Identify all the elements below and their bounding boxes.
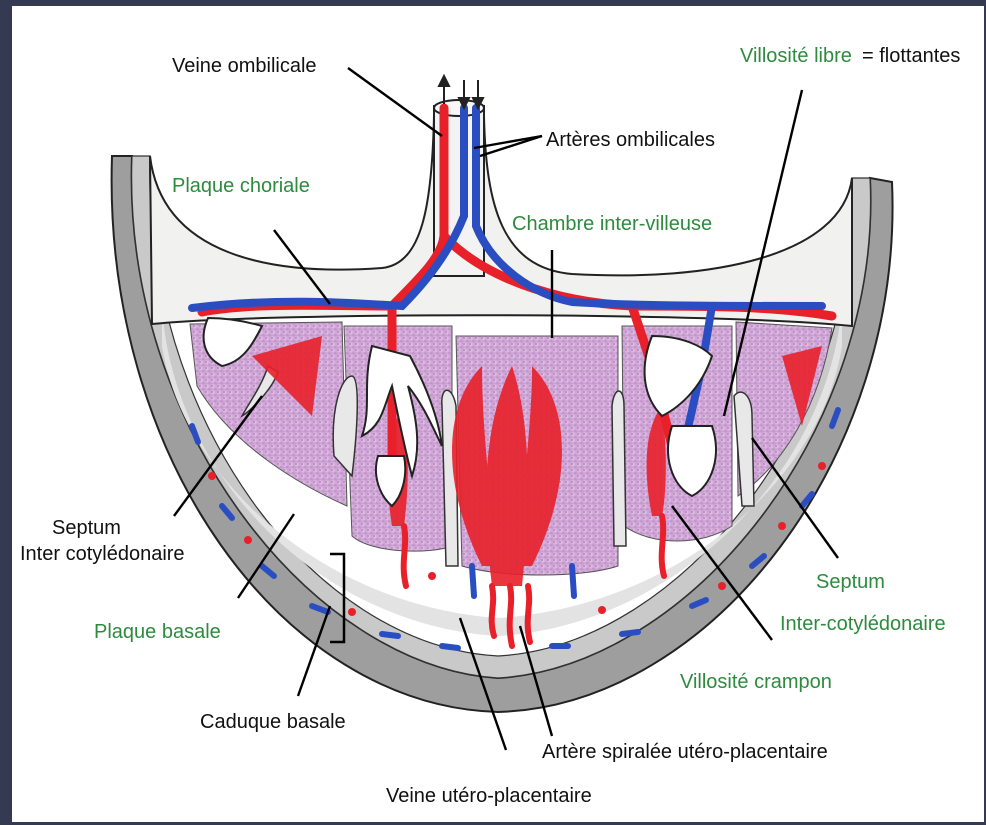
label-plaque-choriale: Plaque choriale [172,175,310,197]
label-septum-right-line1: Septum [816,571,885,593]
label-veine-utero-placentaire: Veine utéro-placentaire [386,785,592,807]
label-chambre-inter-villeuse: Chambre inter-villeuse [512,213,712,235]
placenta-diagram: Veine ombilicale Villosité libre = flott… [12,6,984,822]
chorionic-plate [150,116,852,326]
label-septum-right-line2: Inter-cotylédonaire [780,613,946,635]
label-villosite-libre: Villosité libre [740,45,852,67]
diagram-frame: Veine ombilicale Villosité libre = flott… [12,6,984,822]
label-caduque-basale: Caduque basale [200,711,346,733]
label-artere-spiralee: Artère spiralée utéro-placentaire [542,741,828,763]
label-flottantes: = flottantes [862,45,960,67]
label-arteres-ombilicales: Artères ombilicales [546,129,715,151]
label-plaque-basale: Plaque basale [94,621,221,643]
label-villosite-crampon: Villosité crampon [680,671,832,693]
label-septum-left-line2: Inter cotylédonaire [20,543,185,565]
label-veine-ombilicale: Veine ombilicale [172,55,317,77]
label-septum-left-line1: Septum [52,517,121,539]
